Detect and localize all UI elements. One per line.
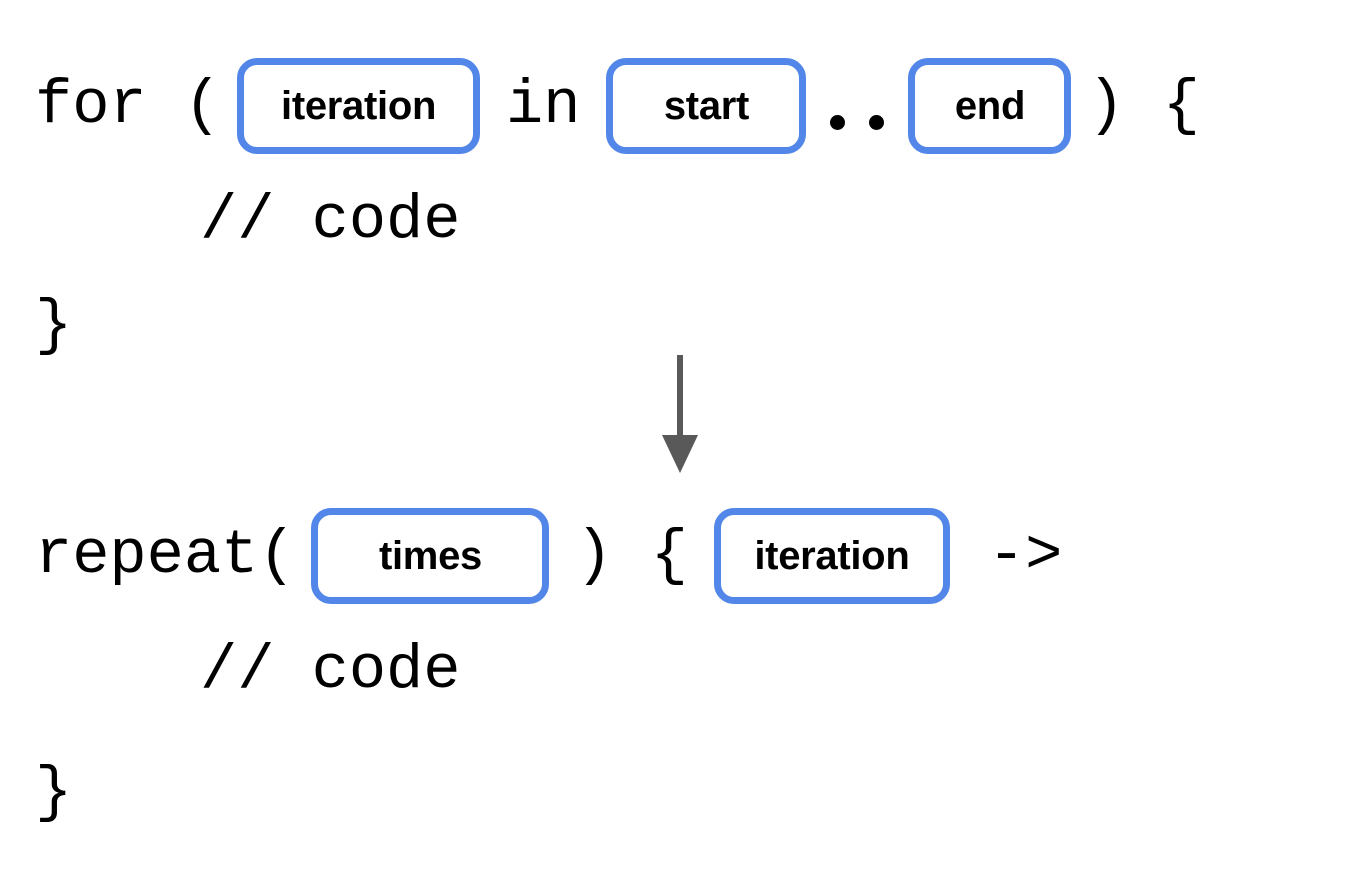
token-start-value[interactable]: start <box>606 58 807 154</box>
for-open-brace: { <box>1162 70 1200 141</box>
repeat-close-paren: ) <box>575 520 613 591</box>
for-loop-body-comment: // code <box>200 185 461 256</box>
lambda-arrow: -> <box>987 520 1063 591</box>
repeat-body-comment: // code <box>200 635 461 706</box>
for-keyword: for <box>35 70 147 141</box>
token-end-value[interactable]: end <box>908 58 1072 154</box>
for-open-paren: ( <box>146 70 222 141</box>
token-iteration-variable[interactable]: iteration <box>237 58 481 154</box>
range-operator-icon <box>830 114 885 130</box>
transform-arrow-icon <box>650 355 710 475</box>
for-close-paren: ) <box>1087 70 1125 141</box>
repeat-function-name: repeat <box>35 520 259 591</box>
token-times-value[interactable]: times <box>311 508 550 604</box>
for-loop-close-brace: } <box>35 290 73 361</box>
in-keyword: in <box>506 70 581 141</box>
repeat-open-brace: { <box>650 520 688 591</box>
for-loop-header-line: for ( iteration in start end ) { <box>35 58 1200 154</box>
repeat-open-paren: ( <box>258 520 296 591</box>
repeat-close-brace: } <box>35 757 73 828</box>
token-lambda-parameter[interactable]: iteration <box>713 508 950 604</box>
repeat-header-line: repeat ( times ) { iteration -> <box>35 508 1062 604</box>
